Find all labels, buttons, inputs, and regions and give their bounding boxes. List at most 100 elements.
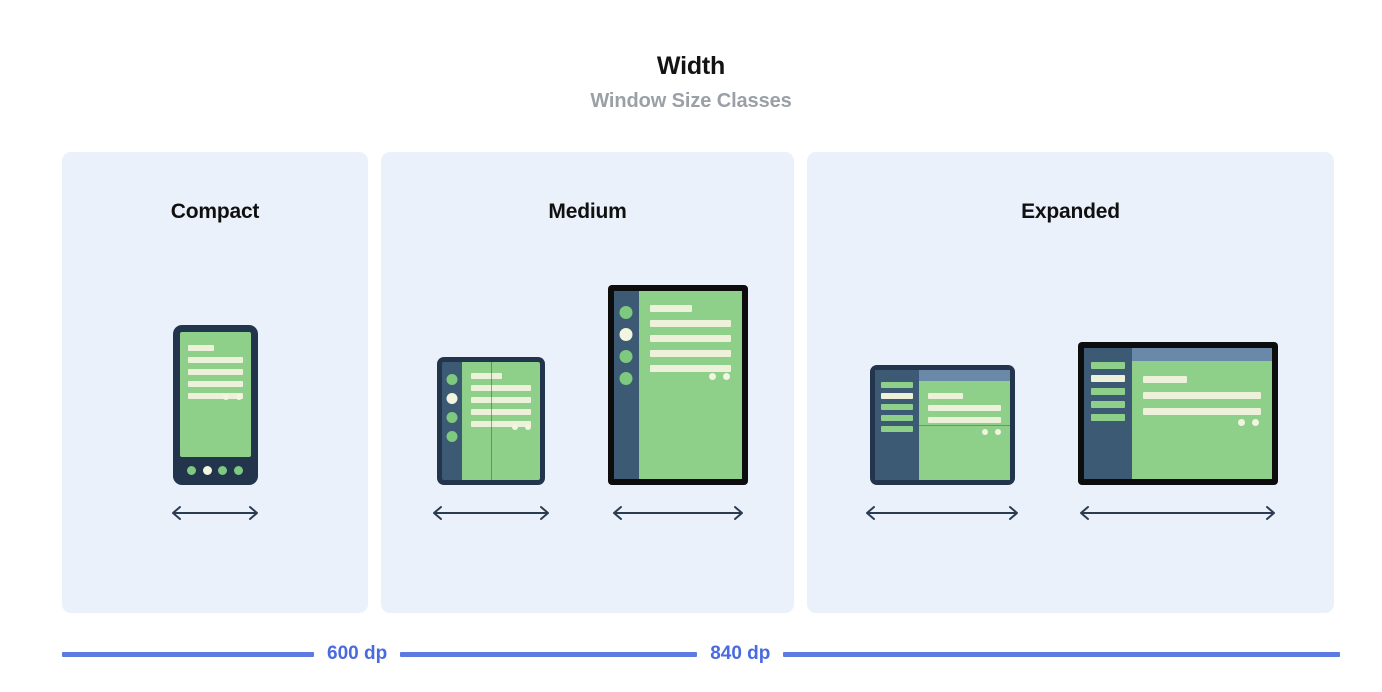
double-arrow-horizontal-icon [1080,506,1275,520]
breakpoint-label-600dp: 600 dp [327,642,388,664]
nav-dot [619,306,633,319]
dot [994,429,1001,435]
nav-rail [441,362,462,480]
drawer-item [1090,362,1125,369]
breakpoint-label-840dp: 840 dp [710,642,771,664]
content-line [187,393,243,399]
top-app-bar [918,370,1010,381]
dot [235,394,242,400]
tablet-main [1131,348,1272,479]
tablet-screen [638,291,742,479]
tablet-screen [1131,361,1272,479]
content-line [187,381,243,387]
content-dots [981,429,1001,435]
drawer-item [1090,388,1125,395]
drawer-item-active [880,393,913,399]
content-line [649,305,692,312]
dot [1237,419,1245,426]
nav-dot [446,431,457,442]
dot [511,424,518,430]
nav-rail-dots [619,306,633,385]
fold-crease [490,362,492,480]
device-column-tablet-landscape [1075,342,1280,613]
device-foldable-landscape [869,365,1015,485]
content-line [649,335,731,342]
content-line [649,320,731,327]
nav-rail-dots [446,374,457,442]
nav-dot [619,350,633,363]
content-dots [222,394,242,400]
panel-label-expanded: Expanded [1021,200,1120,223]
nav-drawer [1083,348,1132,479]
ruler-segment-medium [400,651,698,657]
content-line [470,409,531,415]
panel-expanded: Expanded [807,152,1334,613]
panel-label-medium: Medium [548,200,627,223]
device-phone-compact [172,325,258,485]
content-dots [1237,419,1259,426]
nav-dot [186,466,196,475]
content-line [187,369,243,375]
double-arrow-horizontal-icon [172,506,258,520]
drawer-item [880,426,913,432]
content-line [187,357,243,363]
drawer-item [1090,414,1125,421]
panel-compact: Compact [62,152,368,613]
dot [524,424,531,430]
fold-crease [874,425,1010,426]
page-title: Width [656,52,726,80]
content-line [470,421,531,427]
nav-rail [613,291,639,479]
double-arrow-horizontal-icon [866,506,1018,520]
content-line [470,397,531,403]
device-column-foldable-portrait [428,357,554,613]
panel-label-compact: Compact [170,200,260,223]
dot [1251,419,1259,426]
device-foldable-portrait [436,357,545,485]
content-dots [708,373,730,380]
device-group-expanded [807,252,1334,613]
nav-dot [234,466,244,475]
phone-screen [179,332,251,457]
device-column-phone [167,325,263,613]
device-column-foldable-landscape [861,365,1023,613]
nav-dot [446,374,457,385]
drawer-item [1090,401,1125,408]
content-line [1142,392,1261,399]
content-line [927,405,1001,411]
dot [722,373,730,380]
nav-dot-active [446,393,457,404]
content-line [187,345,214,351]
double-arrow-horizontal-icon [432,506,549,520]
foldable-main [918,370,1010,480]
panel-medium: Medium [381,152,794,613]
size-class-panels: Compact [62,152,1340,613]
drawer-item-active [1090,375,1125,382]
drawer-item [880,404,913,410]
foldable-screen [918,381,1010,480]
nav-drawer-items [880,382,913,432]
nav-dot [446,412,457,423]
device-column-tablet-portrait [607,285,748,613]
breakpoint-ruler: 600 dp 840 dp [62,641,1340,667]
page-subtitle: Window Size Classes [590,89,792,112]
top-app-bar [1131,348,1272,361]
double-arrow-horizontal-icon [612,506,743,520]
drawer-item [880,415,913,421]
device-tablet-landscape [1077,342,1278,485]
dot [708,373,716,380]
content-line [649,350,731,357]
device-group-medium [381,252,794,613]
content-line [1142,376,1188,383]
device-group-compact [62,252,368,613]
phone-bottom-nav [180,462,251,479]
content-line [470,373,502,379]
content-line [927,417,1001,423]
nav-dot [619,372,633,385]
content-line [470,385,531,391]
diagram-header: Width Window Size Classes [0,0,1382,113]
nav-dot-active [202,466,212,475]
ruler-segment-compact [62,651,314,657]
content-line [1142,408,1261,415]
